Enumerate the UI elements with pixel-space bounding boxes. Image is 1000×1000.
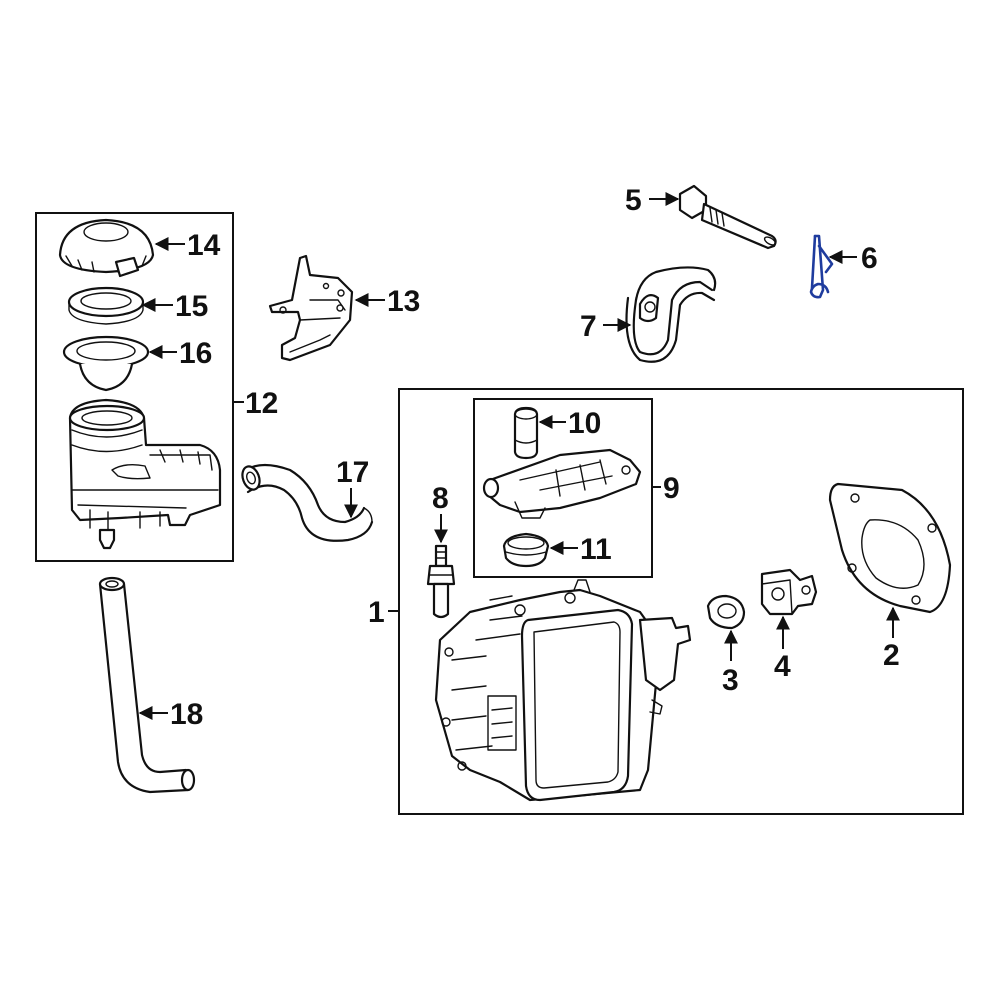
callout-2[interactable]: 2 [883,639,900,672]
callout-16[interactable]: 16 [179,337,212,370]
part-15-filter-ring[interactable] [67,286,145,325]
part-11-grommet[interactable] [502,532,550,568]
callout-7[interactable]: 7 [580,310,597,343]
callout-5[interactable]: 5 [625,184,642,217]
part-14-reservoir-cap[interactable] [58,218,155,278]
reservoir-body[interactable] [68,398,222,550]
reservoir-group-box [35,212,234,562]
callout-4[interactable]: 4 [774,650,791,683]
part-6-clip[interactable] [809,234,834,299]
part-8-stud[interactable] [426,544,456,619]
part-2-gasket[interactable] [828,482,952,614]
callout-18[interactable]: 18 [170,698,203,731]
part-18-hose[interactable] [98,576,196,794]
callout-8[interactable]: 8 [432,482,449,515]
callout-15[interactable]: 15 [175,290,208,323]
callout-13[interactable]: 13 [387,285,420,318]
part-3-washer[interactable] [706,594,746,630]
callout-1[interactable]: 1 [368,596,385,629]
part-10-pin[interactable] [513,406,539,460]
callout-3[interactable]: 3 [722,664,739,697]
part-7-wire-clip[interactable] [625,266,717,363]
brake-booster-assembly[interactable] [434,579,692,802]
main-assembly-box [398,388,964,815]
part-13-bracket[interactable] [268,254,354,362]
sensor-manifold[interactable] [482,448,642,519]
part-5-bolt[interactable] [678,184,777,250]
callout-17[interactable]: 17 [336,456,369,489]
callout-14[interactable]: 14 [187,229,221,262]
part-4-clip[interactable] [760,568,818,616]
callout-12[interactable]: 12 [245,387,278,420]
callout-6[interactable]: 6 [861,242,878,275]
callout-11[interactable]: 11 [580,533,612,566]
callout-9[interactable]: 9 [663,472,680,505]
callout-10[interactable]: 10 [568,407,601,440]
part-16-strainer[interactable] [62,335,150,392]
part-17-hose[interactable] [239,463,374,542]
